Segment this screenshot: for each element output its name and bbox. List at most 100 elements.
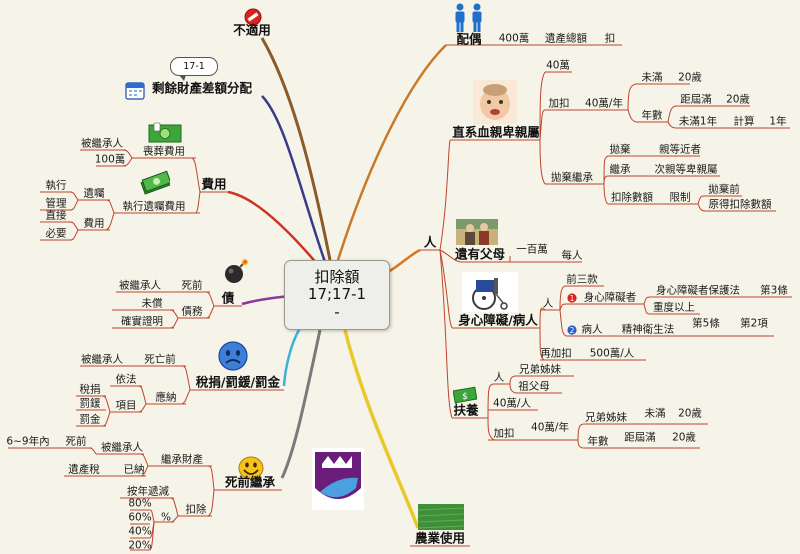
taxes-heir: 被繼承人 <box>81 353 123 366</box>
lineal-under1y: 未滿1年 <box>678 115 718 128</box>
center-node[interactable]: 扣除額 17;17-1 - <box>284 260 390 330</box>
person-label[interactable]: 人 <box>423 234 437 250</box>
support-years: 年數 <box>587 435 609 448</box>
spouse-deduct: 扣 <box>604 32 616 45</box>
debt-proof: 確實證明 <box>121 315 163 328</box>
lineal-one-year: 1年 <box>769 115 787 128</box>
disabled-law2: 精神衛生法 <box>621 323 675 336</box>
couple-icon <box>455 3 482 32</box>
inherit-deduct: 扣除 <box>185 503 207 516</box>
inherit-years: 6~9年內 <box>6 435 50 448</box>
branch-expenses <box>227 190 319 266</box>
disabled-label[interactable]: 身心障礙/病人 <box>458 312 538 328</box>
smile-face-icon <box>238 456 264 480</box>
farm-label[interactable]: 農業使用 <box>414 530 466 546</box>
money-icon <box>148 122 182 143</box>
funeral-amount: 100萬 <box>94 153 126 166</box>
disabled-item2: 病人 <box>581 323 603 336</box>
bomb-icon <box>225 259 248 283</box>
lineal-limit-1: 拋棄前 <box>708 183 740 196</box>
parents-label[interactable]: 遺有父母 <box>454 246 506 262</box>
branch-not-applicable <box>260 37 332 261</box>
execution-label[interactable]: 執行遺囑費用 <box>122 200 186 213</box>
branch-farm <box>343 329 420 529</box>
lineal-renounce: 拋棄繼承 <box>551 171 593 184</box>
lineal-limit: 限制 <box>669 191 691 204</box>
parents-amount: 一百萬 <box>516 243 548 256</box>
support-per-year: 40萬/年 <box>531 421 569 434</box>
parents-each: 每人 <box>561 249 583 262</box>
support-siblings: 兄弟姊妹 <box>519 363 561 376</box>
support-age20: 20歲 <box>678 407 702 420</box>
mm-emblem <box>312 448 364 510</box>
support-siblings2: 兄弟姊妹 <box>585 411 627 424</box>
support-distance: 距屆滿 <box>624 431 656 444</box>
lineal-inherit-row: 繼承 <box>609 163 631 176</box>
disabled-law1: 身心障礙者保護法 <box>656 284 740 297</box>
disabled-first-three: 前三款 <box>566 273 598 286</box>
inherit-decrement: 按年遞減 <box>127 485 169 498</box>
support-amount: 40萬/人 <box>493 397 531 410</box>
spouse-label[interactable]: 配偶 <box>456 31 482 47</box>
field-photo <box>418 504 464 530</box>
branch-taxes <box>282 327 302 387</box>
funeral-label[interactable]: 喪葬費用 <box>143 145 185 158</box>
disabled-art2a: 第5條 <box>692 317 720 330</box>
lineal-calc: 計算 <box>733 115 755 128</box>
lineal-renounce-row: 拋棄 <box>609 143 631 156</box>
branch-person <box>387 248 421 274</box>
money-stack-icon <box>140 170 170 195</box>
branch-debt <box>241 294 291 306</box>
taxes-by-law: 依法 <box>115 373 137 386</box>
inherit-pct-20: 20% <box>128 539 152 552</box>
taxes-item: 項目 <box>115 399 137 412</box>
taxes-label[interactable]: 稅捐/罰鍰/罰金 <box>195 374 281 390</box>
lineal-age20: 20歲 <box>678 71 702 84</box>
will-label: 遺囑 <box>83 187 105 200</box>
disabled-add: 再加扣 <box>540 347 572 360</box>
expenses-label[interactable]: 費用 <box>201 176 227 192</box>
lineal-amount: 40萬 <box>546 59 570 72</box>
disabled-art2b: 第2項 <box>740 317 768 330</box>
lineal-next: 次親等卑親屬 <box>654 163 718 176</box>
lineal-add: 加扣 <box>548 97 570 110</box>
disabled-art1: 第3條 <box>760 284 788 297</box>
taxes-item-3: 罰金 <box>79 413 101 426</box>
inherit-death: 死前 <box>65 435 87 448</box>
disabled-severe: 重度以上 <box>653 301 695 314</box>
support-add: 加扣 <box>493 427 515 440</box>
support-grandparents: 祖父母 <box>518 380 550 393</box>
svg-text:$: $ <box>462 392 468 402</box>
will-item-2: 管理 <box>45 197 67 210</box>
lineal-label[interactable]: 直系血親卑親屬 <box>452 124 540 140</box>
center-title: 扣除額 <box>314 268 360 287</box>
disabled-person: 人 <box>542 297 554 310</box>
remaining-property-label[interactable]: 剩餘財產差額分配 <box>151 80 253 96</box>
svg-text:1: 1 <box>570 294 575 303</box>
inherit-label[interactable]: 死前繼承 <box>224 474 276 490</box>
support-label[interactable]: 扶養 <box>453 402 479 418</box>
branch-remaining <box>261 95 327 263</box>
debt-label[interactable]: 債 <box>221 290 235 306</box>
baby-photo <box>473 80 517 124</box>
support-person: 人 <box>493 371 505 384</box>
debt-before-death: 死前 <box>181 279 203 292</box>
lineal-limit-2: 原得扣除數額 <box>708 198 772 211</box>
calendar-icon <box>125 82 145 100</box>
support-under: 未滿 <box>644 407 666 420</box>
lineal-age: 年數 <box>641 109 663 122</box>
not-applicable-label[interactable]: 不適用 <box>233 22 271 38</box>
taxes-item-2: 罰鍰 <box>79 397 101 410</box>
fee-item-2: 必要 <box>45 227 67 240</box>
branch-inherit <box>280 329 322 479</box>
fee-label: 費用 <box>83 217 105 230</box>
lineal-distance: 距屆滿 <box>680 93 712 106</box>
number-two-badge: 2 <box>567 325 577 335</box>
parents-photo <box>456 219 498 245</box>
prohibited-icon <box>244 8 262 26</box>
support-age20b: 20歲 <box>672 431 696 444</box>
number-one-badge: 1 <box>567 293 577 303</box>
inherit-pct-40: 40% <box>128 525 152 538</box>
